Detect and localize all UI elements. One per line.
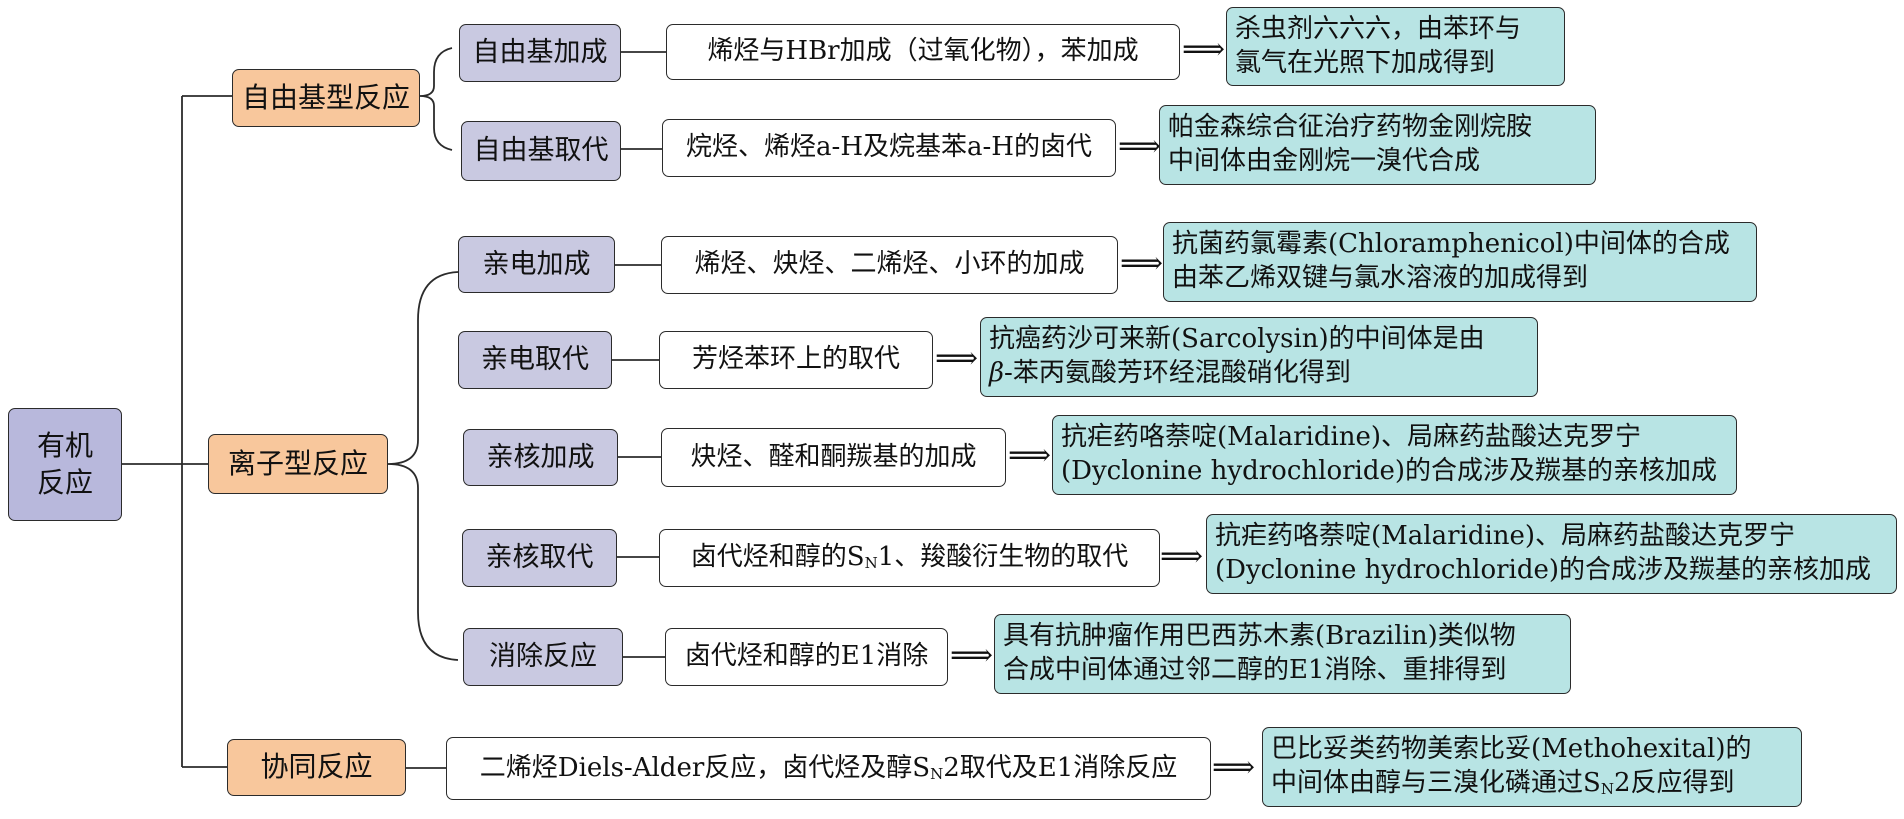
subtype-label: 亲核加成 [486,441,595,473]
example-line1: 抗疟药咯萘啶(Malaridine)、局麻药盐酸达克罗宁 [1215,521,1796,552]
double-arrow-icon: ⟹ [1120,246,1164,281]
subtype-label: 自由基加成 [472,37,608,69]
example-line2-part2: 2反应得到 [1613,768,1735,798]
description-nucleophilic-substitution: 卤代烃和醇的SN1、羧酸衍生物的取代 [659,529,1160,587]
subtype-elimination: 消除反应 [463,628,623,686]
subtype-radical-substitution: 自由基取代 [461,121,621,181]
double-arrow-icon: ⟹ [1008,438,1052,473]
description-text: 芳烃苯环上的取代 [691,344,900,375]
description-concerted: 二烯烃Diels-Alder反应，卤代烃及醇SN2取代及E1消除反应 [446,737,1211,800]
example-line1: 巴比妥类药物美索比妥(Methohexital)的 [1271,734,1752,765]
example-concerted: 巴比妥类药物美索比妥(Methohexital)的 中间体由醇与三溴化磷通过SN… [1262,727,1802,807]
beta-symbol: β [989,358,1005,388]
category-ionic: 离子型反应 [208,434,388,494]
subtype-electrophilic-substitution: 亲电取代 [458,331,612,389]
subtype-label: 消除反应 [489,641,597,673]
example-line2: (Dyclonine hydrochloride)的合成涉及羰基的亲核加成 [1061,456,1718,486]
category-radical-label: 自由基型反应 [241,80,410,114]
example-line1: 抗癌药沙可来新(Sarcolysin)的中间体是由 [989,324,1485,355]
example-elimination: 具有抗肿瘤作用巴西苏木素(Brazilin)类似物 合成中间体通过邻二醇的E1消… [994,614,1571,694]
root-node: 有机 反应 [8,408,122,521]
description-part1: 二烯烃Diels-Alder反应，卤代烃及醇S [479,752,931,783]
double-arrow-icon: ⟹ [950,638,994,673]
example-line1: 具有抗肿瘤作用巴西苏木素(Brazilin)类似物 [1003,621,1516,652]
subscript-n: N [864,554,878,573]
example-line1: 杀虫剂六六六，由苯环与 [1235,13,1522,44]
subtype-electrophilic-addition: 亲电加成 [458,236,615,293]
description-text: 二烯烃Diels-Alder反应，卤代烃及醇SN2取代及E1消除反应 [480,752,1178,786]
description-radical-addition: 烯烃与HBr加成（过氧化物），苯加成 [666,24,1180,80]
root-label-line1: 有机 [36,429,93,463]
subtype-label: 自由基取代 [473,135,609,167]
example-line2: 氯气在光照下加成得到 [1235,47,1496,78]
example-line2-rest: -苯丙氨酸芳环经混酸硝化得到 [1004,358,1351,388]
description-part2: 2取代及E1消除反应 [943,752,1178,783]
example-line2: (Dyclonine hydrochloride)的合成涉及羰基的亲核加成 [1215,555,1872,585]
double-arrow-icon: ⟹ [1118,129,1162,164]
subtype-nucleophilic-substitution: 亲核取代 [462,529,617,587]
description-elimination: 卤代烃和醇的E1消除 [665,628,948,686]
category-ionic-label: 离子型反应 [227,446,368,480]
double-arrow-icon: ⟹ [1160,539,1204,574]
category-concerted-label: 协同反应 [260,750,373,784]
description-text: 烯烃、炔烃、二烯烃、小环的加成 [694,249,1085,280]
root-label-line2: 反应 [36,465,93,499]
example-radical-addition: 杀虫剂六六六，由苯环与 氯气在光照下加成得到 [1226,7,1565,86]
example-line2: 合成中间体通过邻二醇的E1消除、重排得到 [1003,655,1507,685]
example-line1: 帕金森综合征治疗药物金刚烷胺 [1168,112,1533,143]
example-line2: 中间体由醇与三溴化磷通过SN2反应得到 [1271,767,1752,801]
example-electrophilic-substitution: 抗癌药沙可来新(Sarcolysin)的中间体是由 β-苯丙氨酸芳环经混酸硝化得… [980,317,1538,397]
subtype-label: 亲电加成 [482,248,591,280]
description-text: 卤代烃和醇的E1消除 [684,641,929,672]
example-line1: 抗菌药氯霉素(Chloramphenicol)中间体的合成 [1172,229,1730,260]
description-text: 炔烃、醛和酮羰基的加成 [690,441,977,472]
example-electrophilic-addition: 抗菌药氯霉素(Chloramphenicol)中间体的合成 由苯乙烯双键与氯水溶… [1163,222,1757,302]
description-part2: 1、羧酸衍生物的取代 [877,542,1129,573]
example-line2: β-苯丙氨酸芳环经混酸硝化得到 [989,357,1485,391]
example-nucleophilic-substitution: 抗疟药咯萘啶(Malaridine)、局麻药盐酸达克罗宁 (Dyclonine … [1206,514,1897,594]
example-line2: 由苯乙烯双键与氯水溶液的加成得到 [1172,263,1589,293]
description-text: 烯烃与HBr加成（过氧化物），苯加成 [707,36,1139,67]
example-line1: 抗疟药咯萘啶(Malaridine)、局麻药盐酸达克罗宁 [1061,422,1642,453]
category-concerted: 协同反应 [227,739,406,796]
description-electrophilic-addition: 烯烃、炔烃、二烯烃、小环的加成 [661,236,1118,294]
example-nucleophilic-addition: 抗疟药咯萘啶(Malaridine)、局麻药盐酸达克罗宁 (Dyclonine … [1052,415,1737,495]
description-radical-substitution: 烷烃、烯烃a-H及烷基苯a-H的卤代 [662,119,1116,177]
example-line2-part1: 中间体由醇与三溴化磷通过S [1271,768,1601,798]
example-radical-substitution: 帕金森综合征治疗药物金刚烷胺 中间体由金刚烷一溴代合成 [1159,105,1596,185]
double-arrow-icon: ⟹ [1212,750,1256,785]
example-line2: 中间体由金刚烷一溴代合成 [1168,146,1481,176]
description-electrophilic-substitution: 芳烃苯环上的取代 [659,331,933,389]
subtype-label: 亲核取代 [485,542,594,574]
description-nucleophilic-addition: 炔烃、醛和酮羰基的加成 [661,428,1006,487]
double-arrow-icon: ⟹ [1182,32,1226,67]
description-text: 卤代烃和醇的SN1、羧酸衍生物的取代 [691,541,1128,575]
category-radical: 自由基型反应 [232,69,420,127]
subscript-n: N [930,764,944,783]
subtype-label: 亲电取代 [481,344,589,376]
subtype-nucleophilic-addition: 亲核加成 [463,429,618,486]
description-text: 烷烃、烯烃a-H及烷基苯a-H的卤代 [686,132,1092,163]
subtype-radical-addition: 自由基加成 [459,24,621,82]
double-arrow-icon: ⟹ [935,341,979,376]
description-part1: 卤代烃和醇的S [690,542,865,573]
subscript-n: N [1600,780,1614,798]
